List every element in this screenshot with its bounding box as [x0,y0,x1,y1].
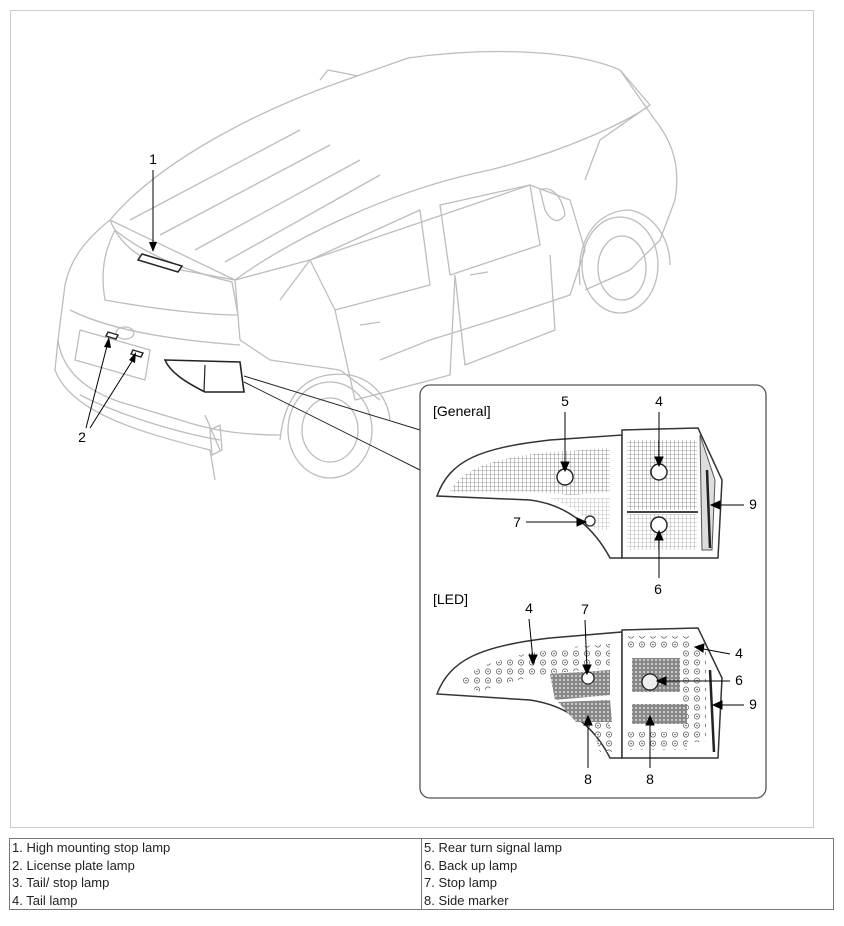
svg-text:9: 9 [749,696,757,712]
general-callouts: 5 4 6 7 9 [513,393,757,597]
legend-right-column: 5. Rear turn signal lamp 6. Back up lamp… [421,838,834,910]
svg-text:8: 8 [584,771,592,787]
svg-text:1: 1 [149,151,157,167]
led-callouts: 4 7 4 6 9 8 8 [525,600,757,787]
legend-item-1: 1. High mounting stop lamp [12,840,171,855]
legend-row: 1. High mounting stop lamp 2. License pl… [9,838,834,910]
vehicle-lamps [105,253,245,393]
legend-item-8: 8. Side marker [424,892,509,908]
svg-text:5: 5 [561,393,569,409]
svg-text:6: 6 [735,672,743,688]
high-mount-stop-lamp-shape [136,253,184,273]
svg-text:4: 4 [525,600,533,616]
diagram-svg: 1 2 [General] [LED] [10,10,814,828]
led-lamp [435,627,723,759]
svg-text:6: 6 [654,581,662,597]
callout-2: 2 [78,337,136,445]
svg-text:4: 4 [655,393,663,409]
led-title: [LED] [433,591,468,607]
legend-item-6: 6. Back up lamp [424,857,518,873]
svg-text:2: 2 [78,429,86,445]
legend-item-4: 4. Tail lamp [12,892,78,908]
svg-text:8: 8 [646,771,654,787]
general-title: [General] [433,403,491,419]
general-lamp [435,427,723,559]
svg-text:7: 7 [513,514,521,530]
legend-item-2: 2. License plate lamp [12,857,135,873]
inset-panel: [General] [LED] 5 4 6 [419,384,767,799]
legend-item-3: 3. Tail/ stop lamp [12,875,110,890]
legend-item-5: 5. Rear turn signal lamp [424,840,563,855]
vehicle-drawing [54,50,678,481]
svg-text:4: 4 [735,645,743,661]
svg-text:7: 7 [581,601,589,617]
svg-text:9: 9 [749,496,757,512]
inset-leaders [243,375,421,471]
legend-left-column: 1. High mounting stop lamp 2. License pl… [9,838,422,910]
lamp-location-figure: 1 2 [General] [LED] [10,10,814,828]
legend-item-7: 7. Stop lamp [424,875,497,890]
legend-table: 1. High mounting stop lamp 2. License pl… [9,838,834,910]
callout-1: 1 [149,151,157,252]
